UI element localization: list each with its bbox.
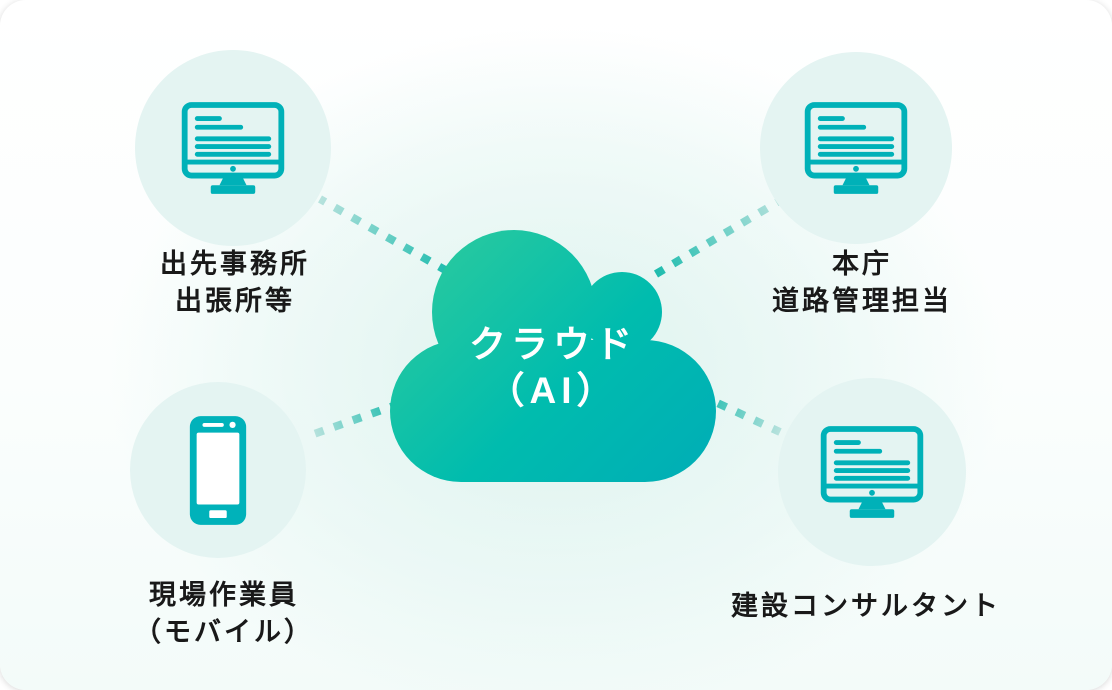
label-line: 建設コンサルタント: [731, 591, 1001, 621]
label-line: 道路管理担当: [772, 286, 952, 316]
cloud-icon: [390, 230, 716, 482]
node-consultant: [778, 378, 966, 566]
label-line: 現場作業員: [149, 580, 299, 610]
label-line: 本庁: [832, 249, 892, 279]
label-line: 出張所等: [175, 286, 295, 316]
label-line: 出先事務所: [160, 249, 310, 279]
cloud-label-line1: クラウド: [469, 324, 637, 365]
node-field-worker: [130, 382, 306, 558]
label-branch-office: 出先事務所 出張所等: [160, 246, 310, 320]
desktop-monitor-icon: [820, 425, 924, 518]
smartphone-icon: [189, 415, 247, 525]
label-field-worker: 現場作業員 （モバイル）: [134, 577, 314, 651]
node-branch-office: [135, 50, 331, 246]
label-consultant: 建設コンサルタント: [731, 588, 1001, 625]
connector-field-worker: [312, 400, 401, 438]
cloud-label-line2: （AI）: [487, 370, 619, 411]
connector-head-office: [653, 196, 784, 278]
connector-branch-office: [318, 195, 449, 275]
cloud-label: クラウド （AI）: [469, 322, 637, 414]
desktop-monitor-icon: [181, 101, 285, 194]
label-head-office: 本庁 道路管理担当: [772, 246, 952, 320]
desktop-monitor-icon: [804, 101, 908, 194]
connector-consultant: [698, 391, 782, 436]
node-head-office: [760, 52, 952, 244]
label-line: （モバイル）: [134, 617, 314, 647]
